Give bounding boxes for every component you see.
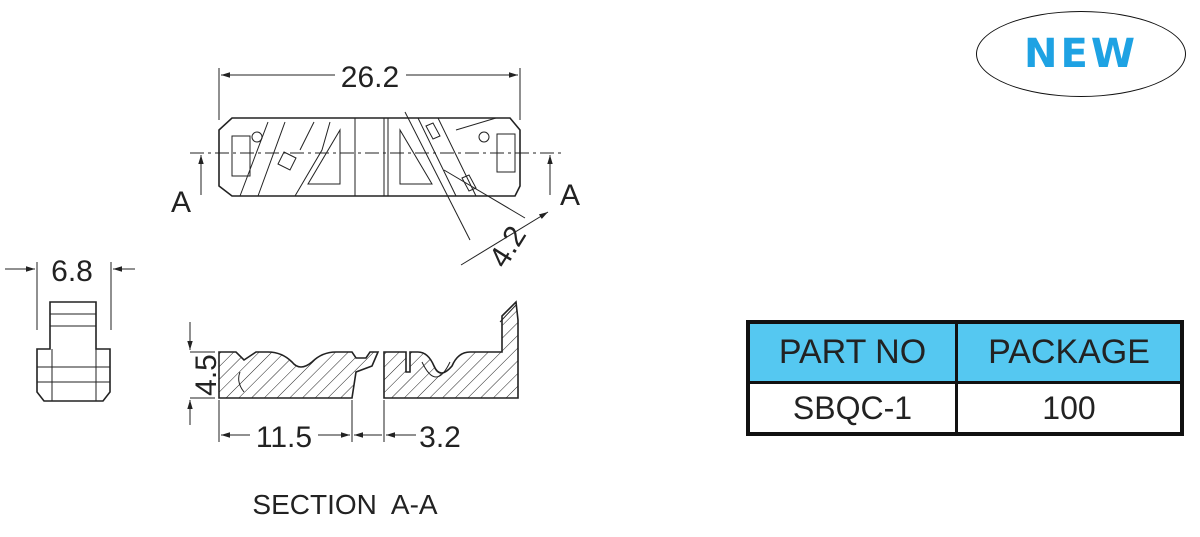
dim-overall-length: 26.2 bbox=[341, 61, 399, 94]
section-title: SECTION A-A bbox=[252, 489, 437, 520]
spec-table: PART NO PACKAGE SBQC-1 100 bbox=[746, 320, 1184, 436]
table-cell-part-no: SBQC-1 bbox=[750, 384, 958, 432]
table-cell-package: 100 bbox=[1042, 389, 1096, 426]
section-body-left bbox=[218, 351, 380, 399]
top-view: 26.2 4.2 A A bbox=[171, 61, 580, 273]
dim-right-length: 3.2 bbox=[419, 421, 461, 454]
table-header-package: PACKAGE bbox=[958, 324, 1180, 384]
dim-angle-offset: 4.2 bbox=[483, 220, 533, 273]
section-marker-right: A bbox=[560, 179, 580, 212]
dim-width: 6.8 bbox=[51, 255, 93, 288]
table-header-part-no: PART NO bbox=[750, 324, 958, 384]
side-view: 6.8 bbox=[5, 255, 135, 402]
section-view: 4.5 11.5 3.2 SECTION A-A bbox=[187, 300, 519, 520]
new-badge-label: NEW bbox=[1024, 31, 1138, 77]
dim-height: 4.5 bbox=[190, 354, 223, 396]
side-view-outline bbox=[36, 301, 111, 402]
right-hole-icon bbox=[478, 131, 490, 143]
section-marker-left: A bbox=[171, 186, 191, 219]
section-body-right bbox=[383, 300, 519, 399]
new-badge: NEW bbox=[976, 11, 1186, 97]
top-view-outline bbox=[218, 117, 521, 197]
dim-left-length: 11.5 bbox=[256, 421, 312, 454]
